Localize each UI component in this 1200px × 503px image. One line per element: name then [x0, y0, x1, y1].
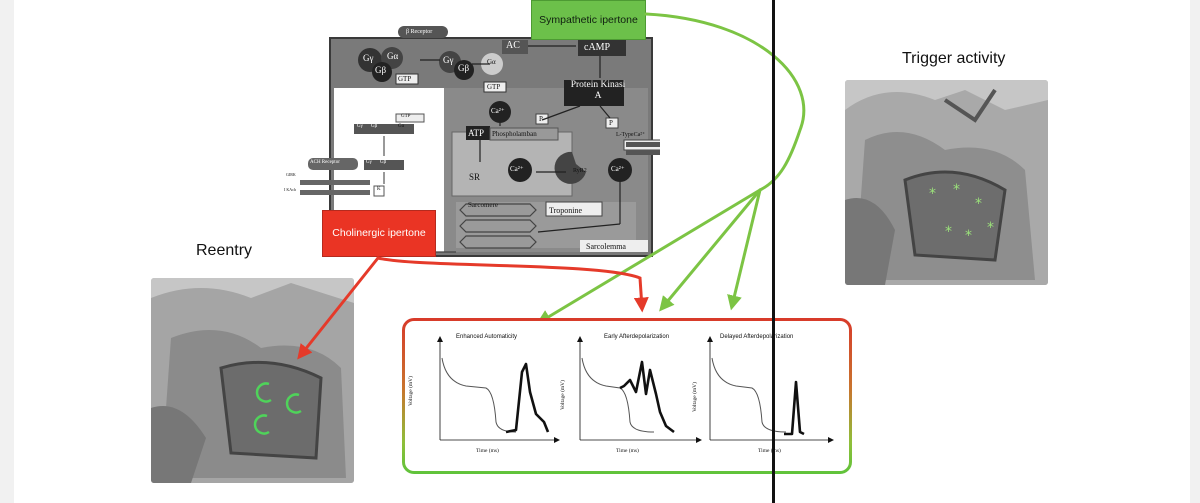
svg-text:*: *: [987, 220, 994, 236]
g-gamma-label-3: Gγ: [357, 124, 363, 129]
ca-label-2: Ca²⁺: [510, 165, 524, 173]
heart-image-trigger: *** ***: [845, 80, 1048, 285]
g-alpha-label-3: Gα: [398, 124, 405, 129]
svg-text:*: *: [945, 224, 952, 240]
g-beta-label-3: Gβ: [371, 124, 378, 129]
ikach-label: I KAch: [284, 187, 296, 192]
slide-right-margin: [1190, 0, 1200, 503]
svg-text:*: *: [965, 228, 972, 244]
action-potential-graphs: [437, 336, 834, 443]
slide-left-margin: [0, 0, 14, 503]
atp-label: ATP: [468, 128, 485, 138]
sympathetic-ipertone-box: Sympathetic ipertone: [531, 0, 646, 40]
camp-label: cAMP: [584, 42, 611, 53]
afterdepolarization-panel: [402, 318, 852, 474]
girk-label: GIRK: [286, 172, 296, 177]
g-gamma-label-1: Gγ: [363, 53, 374, 63]
ac-label: AC: [506, 40, 520, 51]
graph-2-ylabel: Voltage (mV): [560, 380, 566, 410]
p-label-1: P: [539, 115, 543, 123]
cholinergic-ipertone-box: Cholinergic ipertone: [322, 210, 436, 257]
beta-receptor-label: β Receptor: [406, 29, 433, 35]
ca-label-outside: Ca²⁺: [692, 117, 704, 123]
ach-receptor-label: ACH Receptor: [310, 160, 340, 165]
graph-3-xlabel: Time (ms): [758, 448, 781, 454]
gtp-label-3: GTP: [401, 114, 411, 119]
graph-2-xlabel: Time (ms): [616, 448, 639, 454]
g-beta-label-2: Gβ: [458, 63, 470, 73]
reentry-title: Reentry: [196, 242, 253, 259]
ca-label-3: Ca²⁺: [611, 165, 625, 173]
gtp-label-2: GTP: [487, 83, 501, 91]
svg-text:*: *: [953, 182, 960, 198]
k-label: K: [377, 187, 381, 192]
gtp-label-1: GTP: [398, 75, 412, 83]
graph-1-xlabel: Time (ms): [476, 448, 499, 454]
g-gamma-label-2: Gγ: [443, 55, 454, 65]
graph-3-ylabel: Voltage (mV): [692, 382, 698, 412]
g-gamma-label-4: Gγ: [366, 160, 372, 165]
graph-title-enhanced-automaticity: Enhanced Automaticity: [456, 334, 518, 340]
sarcolemma-label: Sarcolemma: [586, 242, 626, 251]
p-label-2: P: [609, 119, 613, 127]
pka-label: Protein Kinasi A: [570, 80, 626, 101]
svg-text:*: *: [975, 196, 982, 212]
heart-image-reentry: [151, 278, 354, 483]
graph-title-early-afterdepolarization: Early Afterdepolarization: [604, 334, 670, 340]
g-beta-label-1: Gβ: [375, 65, 387, 75]
g-alpha-label-2: Gα: [487, 58, 496, 66]
ca-label-1: Ca²⁺: [491, 107, 505, 115]
trigger-activity-title: Trigger activity: [902, 50, 1006, 67]
ltype-label: L-TypeCa²⁺: [616, 132, 646, 138]
graph-1-ylabel: Voltage (mV): [408, 376, 414, 406]
vertical-divider-line: [772, 0, 775, 503]
sr-label: SR: [469, 172, 481, 182]
g-beta-label-4: Gβ: [380, 160, 387, 165]
ryr2-label: RyR2: [573, 168, 587, 174]
g-alpha-label-1: Gα: [387, 51, 399, 61]
sarcomere-label: Sarcomere: [468, 201, 498, 209]
svg-text:*: *: [929, 186, 936, 202]
troponine-label: Troponine: [549, 206, 583, 215]
graph-title-delayed-afterdepolarization: Delayed Afterdepolarization: [720, 334, 794, 340]
phospholamban-label: Phospholamban: [492, 130, 537, 138]
